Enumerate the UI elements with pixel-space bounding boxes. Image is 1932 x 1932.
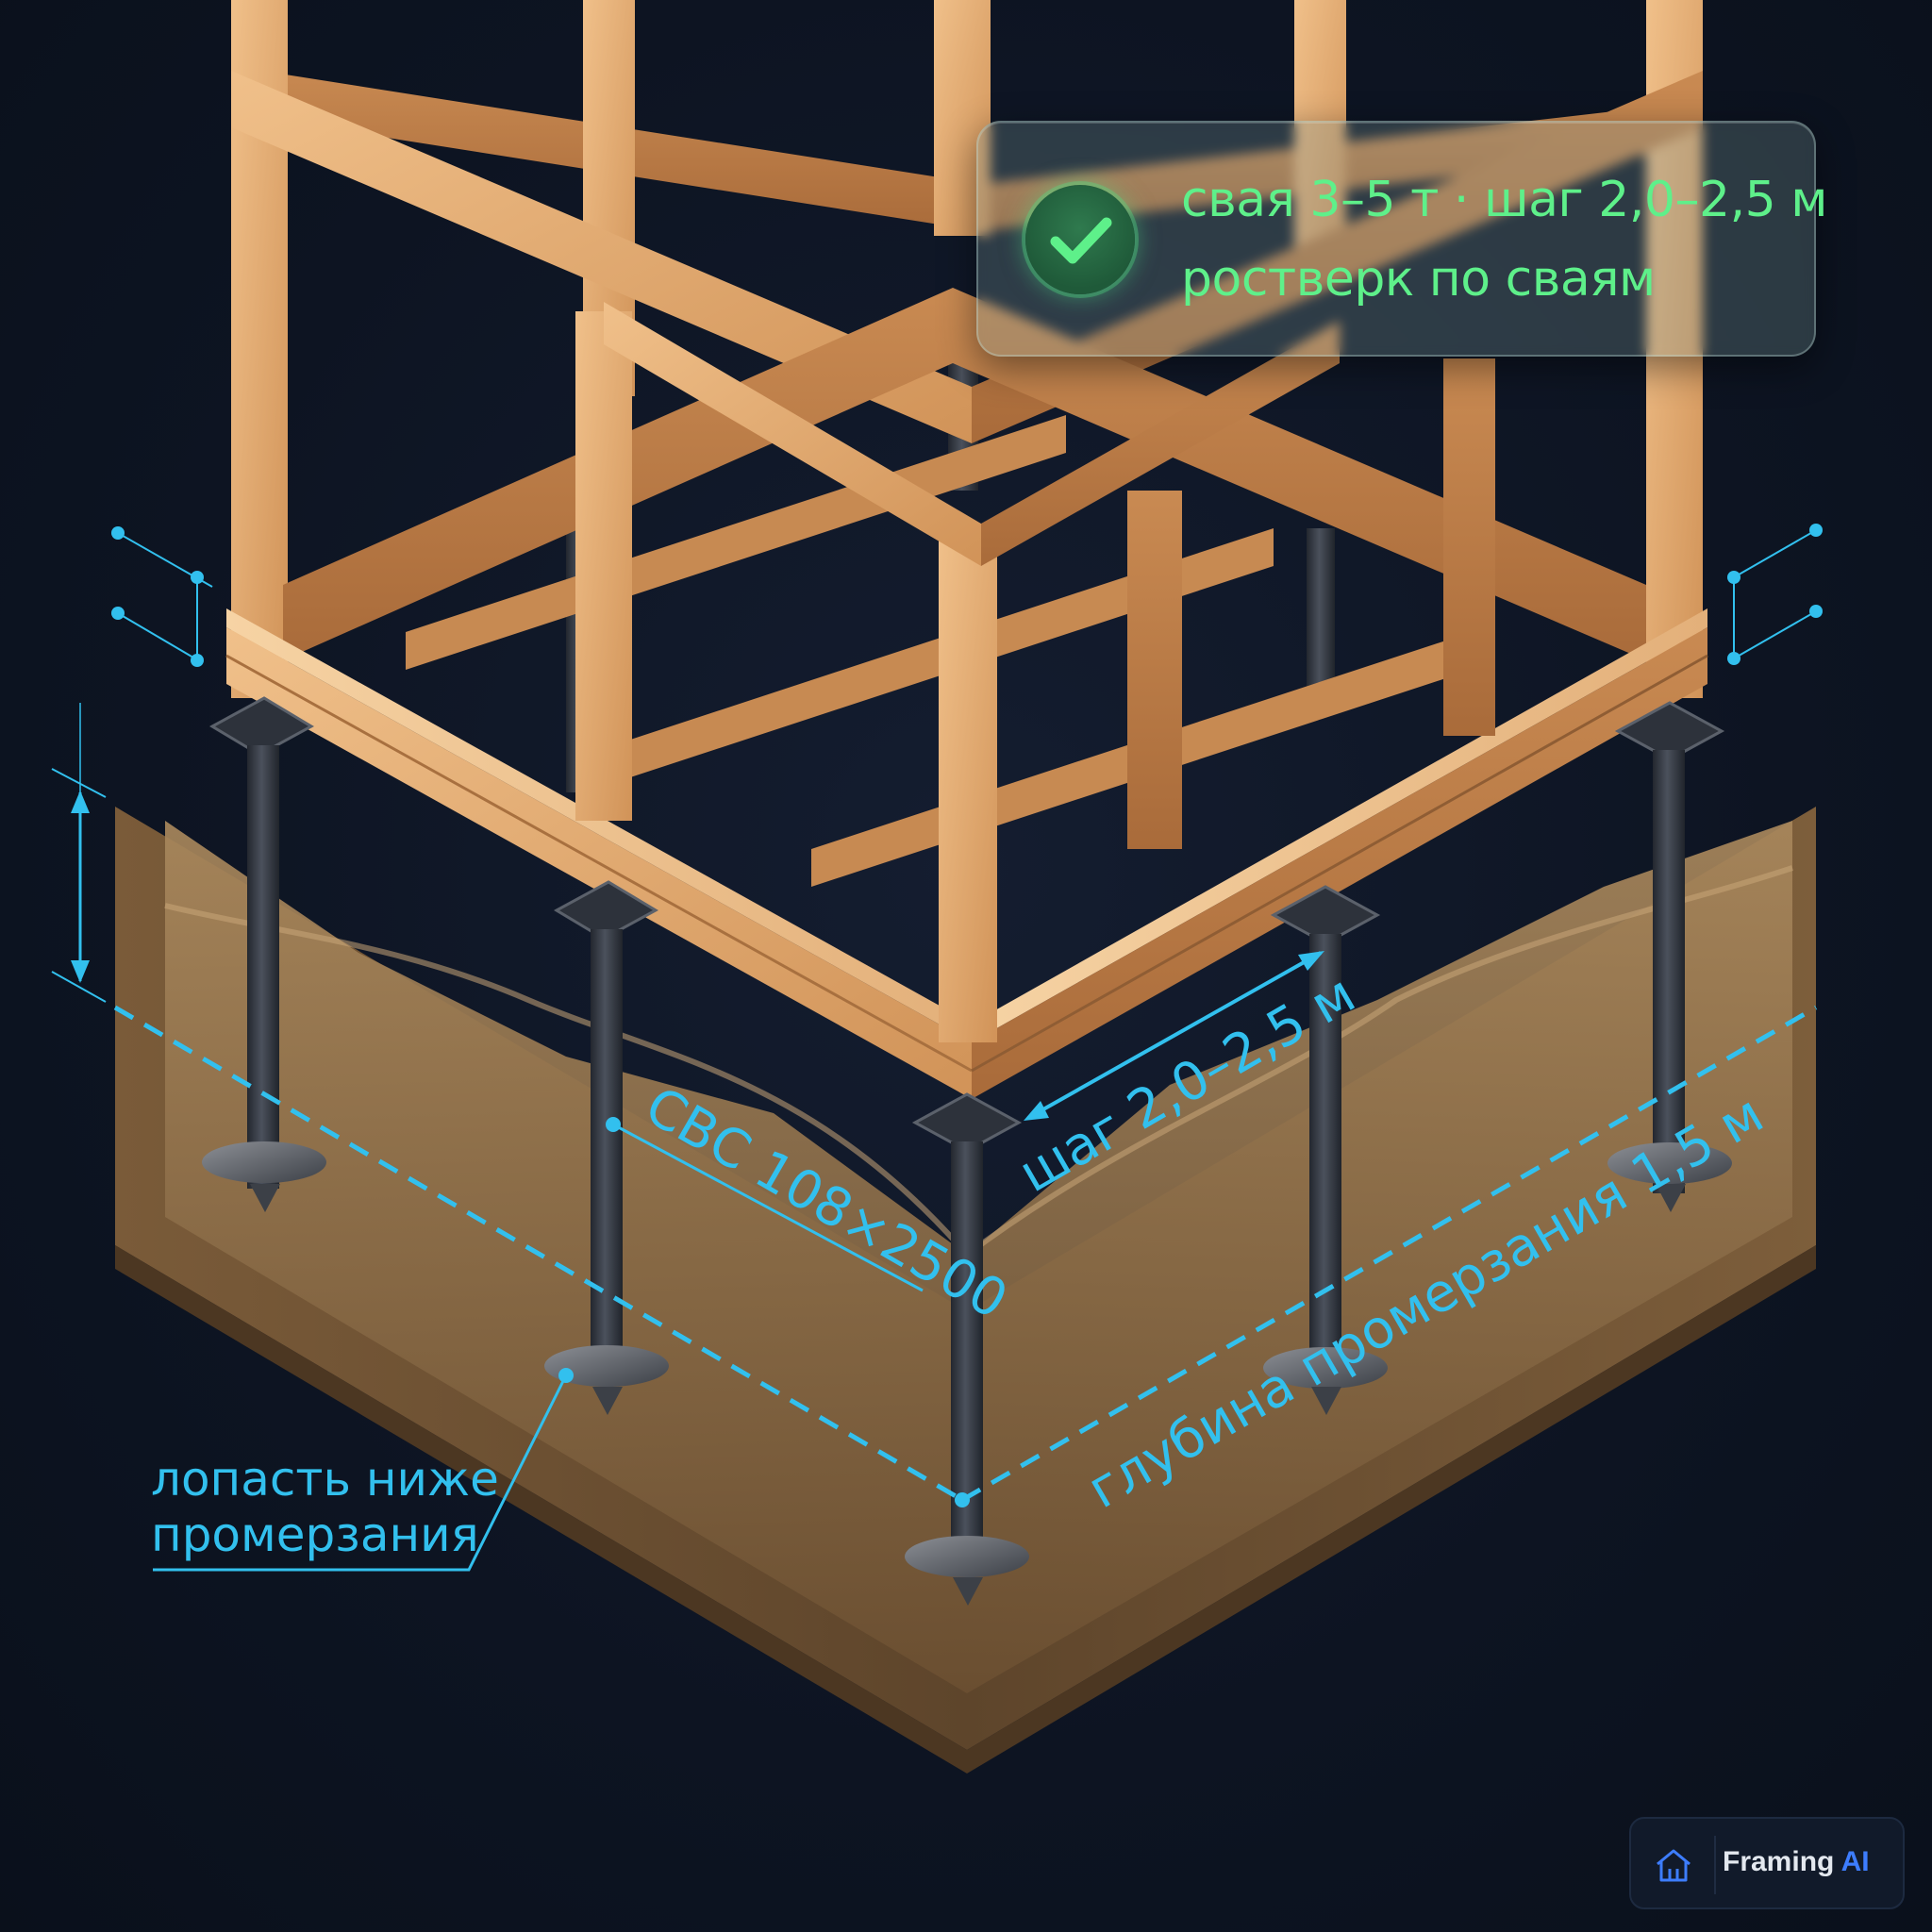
- freeze-line-left: [113, 1005, 964, 1503]
- annotations: [51, 524, 1823, 1572]
- pile-model-leader-dot: [606, 1117, 621, 1132]
- sill-seam-left: [225, 654, 973, 1073]
- freeze-line-right: [960, 1005, 1818, 1503]
- spacing-dim-line: [1027, 951, 1322, 1120]
- blade-label-line2: промерзания: [151, 1507, 479, 1562]
- pile-shaft: [591, 929, 623, 1373]
- sill-dim-dot: [1727, 571, 1740, 584]
- post-front-right-mid: [1127, 491, 1182, 849]
- pile-left: [202, 696, 326, 1212]
- brand-name-text: Framing: [1723, 1846, 1835, 1877]
- sill-dim-right-a: [1733, 529, 1817, 578]
- pile-shaft: [247, 745, 279, 1189]
- info-card-line-1: свая 3–5 т · шаг 2,0–2,5 м: [1181, 172, 1827, 228]
- pile-model-leader: [612, 1123, 924, 1292]
- sill-dim-dot: [1727, 652, 1740, 665]
- pile-cap: [1614, 701, 1725, 761]
- pile-tip: [953, 1577, 983, 1606]
- sill-dim-dot: [111, 526, 125, 540]
- brand-badge[interactable]: Framing AI: [1629, 1817, 1905, 1909]
- helix-blade: [1607, 1142, 1732, 1184]
- sill-dim-right-b: [1733, 610, 1817, 659]
- sill-dim-dot: [191, 654, 204, 667]
- sill-front-left-top: [226, 608, 972, 1042]
- height-dim-arrow-bottom: [71, 960, 90, 983]
- post-front-left-mid: [575, 311, 632, 821]
- pile-cap: [553, 880, 659, 941]
- mid-rail-left: [231, 71, 972, 443]
- height-dim-arrow-top: [71, 791, 90, 813]
- spacing-dim-arrow-right: [1298, 951, 1324, 971]
- pile-tip: [1311, 1387, 1341, 1415]
- pile-tip: [1656, 1184, 1686, 1212]
- blade-leader: [153, 1374, 568, 1572]
- pile-right: [1607, 701, 1732, 1212]
- sill-dim-dot: [1809, 524, 1823, 537]
- post-front-right: [1443, 358, 1495, 736]
- height-dim-ext-bottom: [51, 971, 107, 1003]
- info-card: свая 3–5 т · шаг 2,0–2,5 м ростверк по с…: [976, 121, 1827, 357]
- pile-cap: [911, 1092, 1023, 1153]
- header-front-right: [981, 321, 1340, 566]
- pile-cap: [208, 696, 315, 757]
- spacing-dim-arrow-left: [1024, 1101, 1049, 1121]
- sill-dim-dot: [191, 571, 204, 584]
- pile-shaft: [1653, 750, 1685, 1193]
- pile-shaft: [1309, 934, 1341, 1377]
- helix-blade: [1263, 1347, 1388, 1389]
- sill-dim-left-b: [117, 612, 199, 661]
- header-front: [604, 302, 981, 566]
- post-front-corner: [939, 528, 997, 1042]
- blade-label-line1: лопасть ниже: [151, 1452, 499, 1507]
- pile-corner: [905, 1092, 1029, 1606]
- pile-tip: [592, 1387, 623, 1415]
- sill-seam-right: [971, 654, 1708, 1073]
- pile-back-right: [1307, 528, 1335, 698]
- sill-front-right-top: [972, 608, 1707, 1042]
- sill-dim-dot: [111, 607, 125, 620]
- freeze-line-dot: [955, 1492, 970, 1507]
- check-icon: [1025, 185, 1135, 294]
- info-card-line-2: ростверк по сваям: [1181, 251, 1656, 308]
- helix-blade: [905, 1536, 1029, 1577]
- brand-name: Framing AI: [1723, 1846, 1870, 1878]
- pile-mid-right: [1263, 885, 1388, 1415]
- brand-ai-suffix: AI: [1840, 1846, 1870, 1877]
- height-dim-ext-top: [51, 768, 107, 798]
- house-icon: [1657, 1849, 1690, 1882]
- helix-blade: [544, 1345, 669, 1387]
- pile-tip: [250, 1184, 280, 1212]
- front-piles: [202, 696, 1732, 1606]
- brand-divider: [1714, 1836, 1716, 1894]
- sill-dim-dot: [1809, 605, 1823, 618]
- helix-blade: [202, 1141, 326, 1183]
- blade-leader-dot: [558, 1368, 574, 1383]
- pile-cap: [1270, 885, 1381, 945]
